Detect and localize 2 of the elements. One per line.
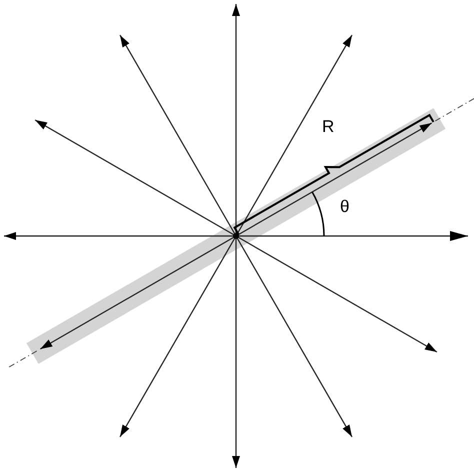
angle-label: θ <box>340 198 350 215</box>
radius-label: R <box>322 118 334 135</box>
